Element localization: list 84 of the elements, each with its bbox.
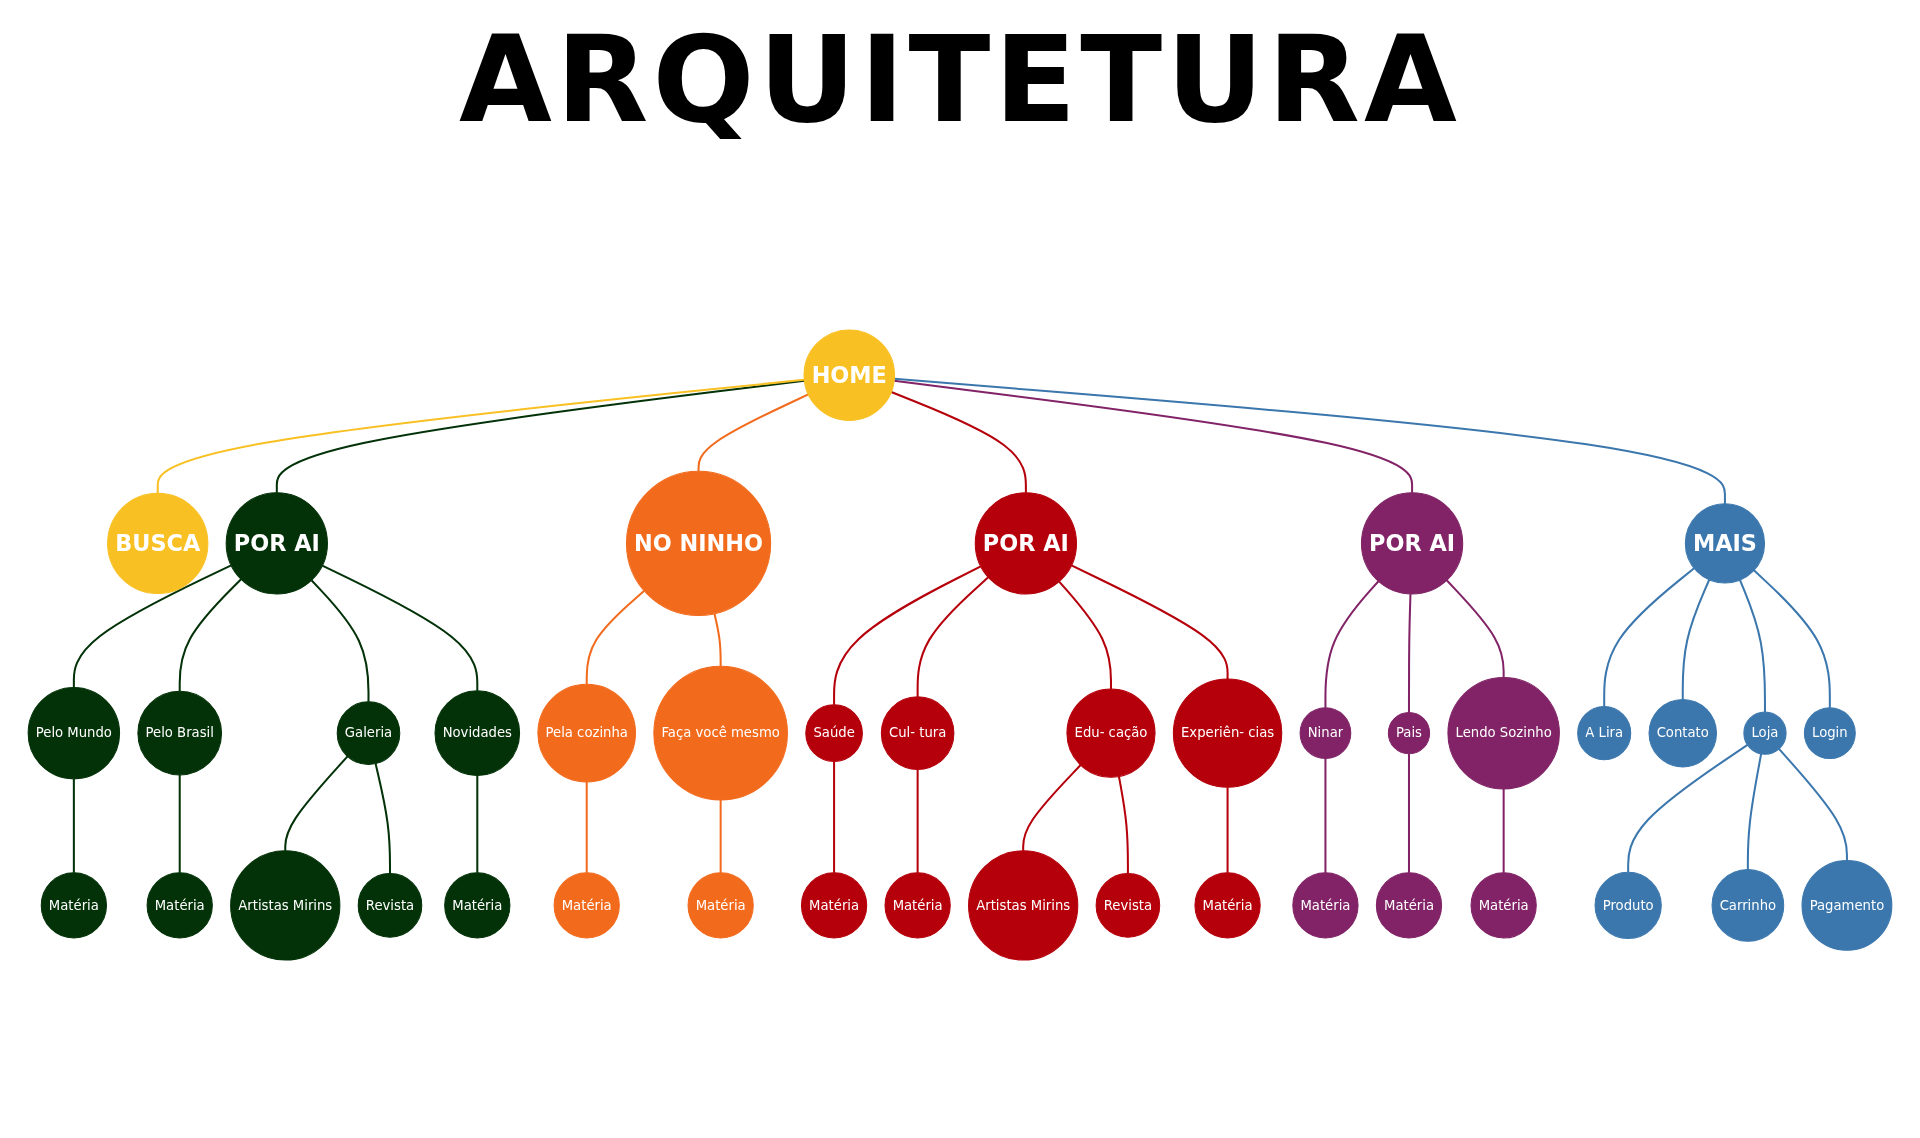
node-circle: Matéria bbox=[553, 872, 620, 939]
node-circle: Faça você mesmo bbox=[653, 665, 788, 801]
node-circle: Matéria bbox=[1375, 872, 1443, 939]
connector bbox=[1058, 580, 1112, 690]
connector bbox=[1502, 788, 1505, 873]
node-circle: Pelo Mundo bbox=[27, 686, 121, 780]
node-circle: Login bbox=[1803, 707, 1856, 760]
node-circle: Revista bbox=[357, 873, 423, 938]
connector bbox=[374, 763, 391, 874]
connector bbox=[916, 576, 989, 697]
connector bbox=[1746, 753, 1763, 870]
connector bbox=[1603, 567, 1695, 707]
node-circle: Novidades bbox=[434, 690, 521, 776]
node-circle: Matéria bbox=[40, 872, 107, 939]
connector bbox=[713, 613, 722, 667]
connector bbox=[894, 377, 1726, 504]
connector bbox=[1627, 744, 1749, 873]
node-circle: HOME bbox=[803, 329, 896, 421]
connector bbox=[585, 781, 588, 873]
connector bbox=[1117, 776, 1129, 874]
connector bbox=[719, 799, 722, 873]
node-circle: Revista bbox=[1095, 873, 1161, 938]
node-circle: Matéria bbox=[687, 872, 754, 939]
node-circle: Pelo Brasil bbox=[137, 690, 223, 776]
node-circle: Artistas Mirins bbox=[230, 850, 341, 961]
connector bbox=[833, 565, 982, 705]
node-circle: Carrinho bbox=[1711, 869, 1785, 942]
connector bbox=[585, 590, 645, 685]
connector bbox=[178, 578, 242, 692]
node-circle: Loja bbox=[1743, 711, 1787, 755]
connector bbox=[476, 775, 479, 873]
node-circle: A Lira bbox=[1577, 706, 1632, 761]
connector bbox=[321, 564, 479, 691]
node-circle: NO NINHO bbox=[625, 470, 772, 616]
connector bbox=[1753, 569, 1831, 708]
node-circle: Matéria bbox=[444, 872, 511, 939]
node-circle: Experiên- cias bbox=[1172, 678, 1283, 788]
connector bbox=[916, 769, 919, 873]
node-circle: Cul- tura bbox=[880, 696, 955, 770]
connector bbox=[156, 378, 805, 494]
connector bbox=[178, 775, 181, 873]
node-circle: Contato bbox=[1648, 698, 1717, 768]
connector bbox=[890, 391, 1027, 493]
connector bbox=[1778, 748, 1848, 861]
node-circle: Pais bbox=[1387, 712, 1431, 755]
node-circle: POR AI bbox=[1360, 492, 1464, 595]
connector bbox=[1324, 580, 1380, 708]
node-circle: Saúde bbox=[805, 704, 863, 762]
connector bbox=[1324, 758, 1327, 873]
node-circle: Galeria bbox=[336, 701, 401, 765]
connector bbox=[894, 379, 1414, 493]
connector bbox=[1681, 579, 1711, 700]
connector bbox=[275, 379, 805, 493]
node-circle: Pela cozinha bbox=[537, 683, 637, 783]
connector bbox=[697, 393, 809, 472]
node-circle: Matéria bbox=[146, 872, 213, 939]
connector bbox=[1071, 564, 1229, 679]
node-circle: Ninar bbox=[1299, 707, 1352, 759]
connector bbox=[1446, 579, 1505, 678]
node-circle: Pagamento bbox=[1801, 859, 1893, 951]
node-circle: Produto bbox=[1594, 871, 1662, 940]
node-circle: POR AI bbox=[974, 492, 1077, 595]
connector bbox=[833, 761, 836, 873]
connector bbox=[310, 579, 370, 702]
connector bbox=[1407, 753, 1410, 873]
connector bbox=[1022, 764, 1082, 851]
node-circle: BUSCA bbox=[107, 492, 209, 595]
node-circle: POR AI bbox=[225, 492, 328, 595]
node-circle: Artistas Mirins bbox=[968, 850, 1079, 961]
connector bbox=[284, 755, 349, 851]
connector bbox=[1739, 579, 1766, 713]
title: ARQUITETURA bbox=[458, 10, 1462, 149]
node-circle: MAIS bbox=[1684, 503, 1766, 584]
node-circle: Edu- cação bbox=[1066, 688, 1156, 778]
node-circle: Matéria bbox=[1470, 872, 1537, 939]
node-circle: Matéria bbox=[1194, 872, 1261, 939]
node-circle: Lendo Sozinho bbox=[1447, 676, 1560, 790]
connector bbox=[72, 564, 232, 688]
node-circle: Matéria bbox=[1292, 872, 1359, 939]
connector bbox=[1226, 787, 1229, 873]
node-circle: Matéria bbox=[884, 872, 951, 939]
connector bbox=[1407, 593, 1412, 713]
connector bbox=[72, 778, 75, 873]
node-circle: Matéria bbox=[800, 872, 868, 939]
